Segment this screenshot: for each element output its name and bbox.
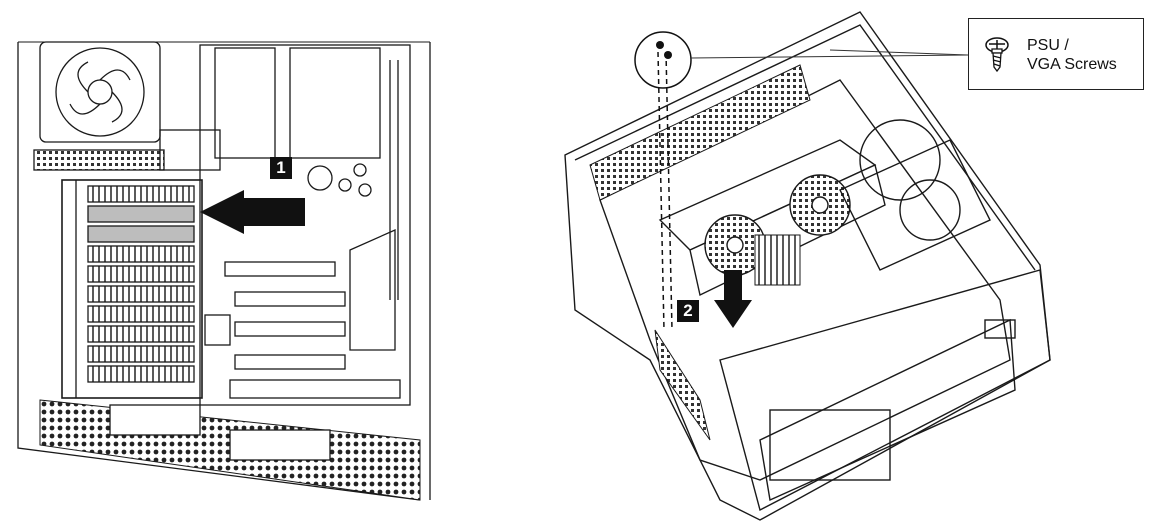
graphics-card: [658, 139, 886, 297]
legend-line-2: VGA Screws: [1027, 56, 1117, 73]
step-1-badge: 1: [270, 157, 292, 179]
remove-direction-arrow: [200, 190, 305, 234]
screw-insertion-path: [657, 51, 673, 331]
legend-line-1: PSU /: [1027, 37, 1069, 54]
expansion-slots: [61, 179, 203, 399]
right-case-view: [564, 11, 1051, 521]
left-case-view: [17, 41, 431, 501]
case-fan: [39, 41, 161, 143]
screw-callout-circle: [634, 31, 692, 89]
legend-label: PSU / VGA Screws: [1027, 36, 1117, 74]
removed-slot-cover: [87, 205, 195, 223]
screw-icon: [985, 37, 1009, 73]
screw-legend: PSU / VGA Screws: [968, 18, 1144, 90]
motherboard: [159, 44, 411, 406]
step-2-badge: 2: [677, 300, 699, 322]
callout-leader-line: [690, 54, 969, 59]
screw-icon: [656, 41, 672, 59]
insert-direction-arrow: [714, 270, 752, 328]
